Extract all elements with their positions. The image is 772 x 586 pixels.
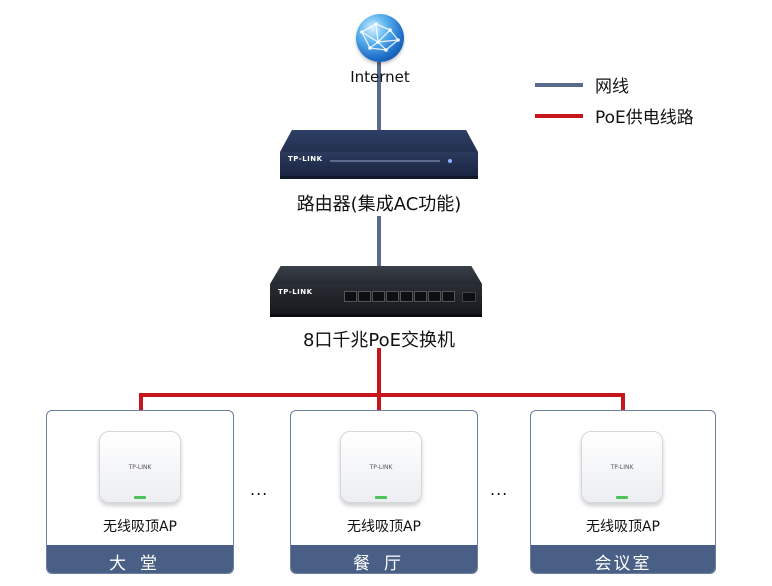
switch-port [400, 291, 413, 302]
ap-brand-logo: TP-LINK [369, 464, 393, 471]
poe-switch-device: TP-LINK [270, 266, 482, 318]
room-restaurant: TP-LINK 无线吸顶AP 餐厅 [290, 410, 478, 574]
router-front-panel: TP-LINK [280, 152, 478, 179]
switch-port [428, 291, 441, 302]
room-name: 会议室 [594, 554, 652, 574]
room-name-bar: 大堂 [47, 545, 233, 573]
room-name-bar: 餐厅 [291, 545, 477, 573]
legend-network-cable: 网线 [535, 72, 629, 97]
ap-brand-logo: TP-LINK [128, 464, 152, 471]
legend-network-label: 网线 [595, 77, 629, 97]
ap-led-icon [375, 496, 387, 499]
switch-front-panel: TP-LINK [270, 284, 482, 317]
ap-brand-logo: TP-LINK [610, 464, 634, 471]
ceiling-ap-icon: TP-LINK [340, 431, 422, 503]
poe-trunk [377, 348, 381, 396]
switch-brand-logo: TP-LINK [278, 288, 313, 296]
ellipsis-left: ... [250, 480, 269, 499]
switch-port [344, 291, 357, 302]
switch-port [414, 291, 427, 302]
router-brand-logo: TP-LINK [288, 155, 323, 163]
legend-poe-line: PoE供电线路 [535, 103, 694, 128]
poe-bus [139, 393, 625, 397]
switch-sfp-slot [462, 292, 476, 302]
room-name: 餐厅 [353, 554, 415, 574]
ap-label: 无线吸顶AP [346, 519, 422, 535]
switch-top-panel [270, 266, 482, 284]
ap-led-icon [616, 496, 628, 499]
ap-label: 无线吸顶AP [585, 519, 661, 535]
legend-poe-label: PoE供电线路 [595, 108, 694, 128]
room-meeting: TP-LINK 无线吸顶AP 会议室 [530, 410, 716, 574]
cable-router-switch [377, 216, 381, 268]
router-label: 路由器(集成AC功能) [296, 194, 462, 215]
internet-globe-icon [356, 14, 404, 62]
cable-internet-router [377, 62, 381, 132]
ceiling-ap-icon: TP-LINK [99, 431, 181, 503]
switch-port [386, 291, 399, 302]
ceiling-ap-icon: TP-LINK [581, 431, 663, 503]
room-name-bar: 会议室 [531, 545, 715, 573]
ap-led-icon [134, 496, 146, 499]
router-top-panel [280, 130, 478, 152]
internet-label: Internet [350, 68, 410, 86]
ap-label: 无线吸顶AP [102, 519, 178, 535]
router-device: TP-LINK [280, 130, 478, 180]
ellipsis-right: ... [490, 480, 509, 499]
room-lobby: TP-LINK 无线吸顶AP 大堂 [46, 410, 234, 574]
switch-port [442, 291, 455, 302]
router-port-strip [330, 160, 440, 162]
legend-network-swatch [535, 82, 583, 87]
room-name: 大堂 [109, 554, 171, 574]
switch-port [358, 291, 371, 302]
switch-label: 8口千兆PoE交换机 [302, 330, 456, 351]
switch-port [372, 291, 385, 302]
legend-poe-swatch [535, 113, 583, 118]
router-led-icon [448, 159, 452, 163]
